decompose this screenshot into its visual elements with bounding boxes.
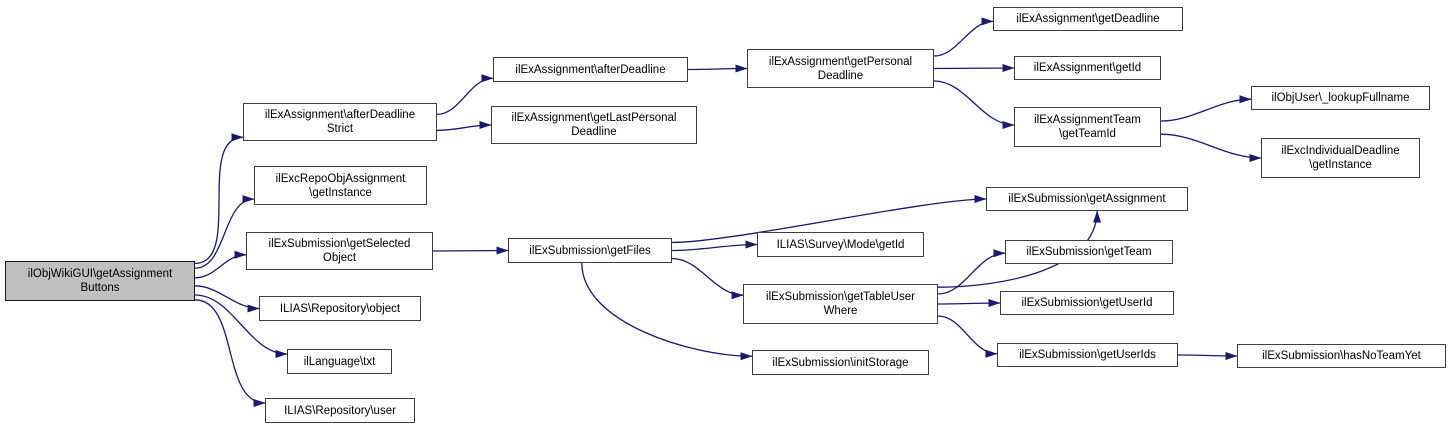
node-repoUser[interactable]: ILIAS\Repository\user: [265, 398, 415, 423]
node-label-line: ilExSubmission\getTableUser: [766, 291, 915, 303]
edge-getPersonalDeadline-getId: [933, 64, 1015, 73]
node-label-line: \getInstance: [309, 186, 372, 199]
node-label-line: ilObjUser\_lookupFullname: [1271, 92, 1410, 104]
edge-getUserIds-hasNoTeamYet: [1177, 351, 1238, 360]
node-label-line: ilExAssignment\afterDeadline: [515, 63, 666, 76]
node-label-line: ilObjWikiGUI\getAssignment: [27, 268, 173, 280]
node-excIndividualDeadline[interactable]: ilExcIndividualDeadline \getInstance: [1261, 138, 1420, 178]
node-label-line: \getInstance: [1309, 159, 1372, 171]
node-label-line: ilExAssignment\getPersonal: [768, 55, 913, 68]
edge-getTeamId-lookupFullname: [1160, 95, 1252, 122]
node-label-line: ILIAS\Repository\user: [284, 404, 396, 417]
node-afterDeadline[interactable]: ilExAssignment\afterDeadline: [493, 57, 688, 82]
node-getFiles[interactable]: ilExSubmission\getFiles: [508, 238, 672, 263]
node-hasNoTeamYet[interactable]: ilExSubmission\hasNoTeamYet: [1237, 344, 1446, 368]
node-getTeam[interactable]: ilExSubmission\getTeam: [1005, 240, 1173, 264]
edge-afterDeadline-getPersonalDeadline: [687, 64, 748, 73]
node-label-line: ilExcIndividualDeadline: [1281, 145, 1400, 157]
node-label-line: Deadline: [571, 126, 617, 138]
node-getTeamId[interactable]: ilExAssignmentTeam \getTeamId: [1014, 107, 1161, 147]
edge-getTableUserWhere-getUserId: [937, 299, 1001, 308]
edge-getPersonalDeadline-getDeadline: [933, 17, 994, 57]
node-label-line: Strict: [326, 123, 354, 135]
node-label-line: ilLanguage\txt: [303, 355, 376, 368]
node-getUserIds[interactable]: ilExSubmission\getUserIds: [997, 343, 1178, 367]
node-excRepoObjGetInstance[interactable]: ilExcRepoObjAssignment\getInstance: [254, 166, 427, 205]
node-label-line: Where: [823, 305, 858, 317]
edge-afterDeadlineStrict-getLastPersonalDeadline: [436, 121, 492, 132]
edge-getTeamId-excIndividualDeadline: [1160, 133, 1262, 162]
node-label-line: ilExAssignment\afterDeadline: [264, 109, 416, 121]
node-getDeadline[interactable]: ilExAssignment\getDeadline: [993, 7, 1183, 31]
node-label-line: \getTeamId: [1059, 128, 1116, 140]
node-label-line: ilExSubmission\getSelected: [268, 238, 411, 250]
node-label-line: ilExSubmission\getFiles: [529, 244, 651, 257]
node-label-line: ilExSubmission\getUserId: [1021, 297, 1153, 309]
node-label-line: ilExSubmission\getUserIds: [1019, 349, 1156, 361]
node-label-line: Buttons: [80, 282, 120, 294]
node-getAssignment[interactable]: ilExSubmission\getAssignment: [986, 187, 1188, 211]
edge-root-getSelectedObject: [194, 250, 247, 279]
edge-getFiles-initStorage: [581, 262, 753, 361]
node-label-line: Deadline: [817, 69, 864, 82]
edge-getSelectedObject-getFiles: [432, 246, 509, 255]
node-surveyModeGetId[interactable]: ILIAS\Survey\Mode\getId: [757, 232, 924, 257]
node-languageTxt[interactable]: ilLanguage\txt: [287, 349, 392, 374]
node-getUserId[interactable]: ilExSubmission\getUserId: [1000, 291, 1174, 315]
node-label-line: ilExAssignment\getId: [1033, 62, 1142, 74]
node-label-line: ILIAS\Repository\object: [279, 302, 401, 315]
edge-afterDeadlineStrict-afterDeadline: [436, 74, 494, 116]
edge-getTableUserWhere-getTeam: [937, 249, 1006, 295]
node-label-line: ilExSubmission\getTeam: [1026, 246, 1152, 258]
node-label-line: ilExAssignmentTeam: [1034, 114, 1141, 126]
edge-root-afterDeadlineStrict: [194, 133, 244, 265]
node-repoObject[interactable]: ILIAS\Repository\object: [259, 296, 421, 321]
node-label-line: ilExAssignment\getDeadline: [1016, 13, 1160, 25]
node-label-line: ilExcRepoObjAssignment: [275, 172, 406, 185]
node-lookupFullname[interactable]: ilObjUser\_lookupFullname: [1251, 86, 1430, 110]
edge-getFiles-surveyModeGetId: [671, 240, 758, 252]
edge-root-repoObject: [194, 285, 260, 313]
edge-getFiles-getTableUserWhere: [671, 257, 744, 300]
edge-getTableUserWhere-getUserIds: [937, 315, 998, 358]
node-initStorage[interactable]: ilExSubmission\initStorage: [752, 350, 929, 375]
edge-root-repoUser: [194, 299, 266, 407]
node-label-line: ilExAssignment\getLastPersonal: [511, 112, 677, 124]
node-label-line: ilExSubmission\initStorage: [772, 356, 909, 369]
node-label-line: Object: [322, 252, 357, 264]
node-label-line: ilExSubmission\getAssignment: [1008, 193, 1166, 205]
node-getId[interactable]: ilExAssignment\getId: [1014, 56, 1161, 80]
node-label-line: ILIAS\Survey\Mode\getId: [776, 238, 905, 251]
edge-getPersonalDeadline-getTeamId: [933, 80, 1015, 129]
node-label-line: ilExSubmission\hasNoTeamYet: [1262, 350, 1421, 362]
